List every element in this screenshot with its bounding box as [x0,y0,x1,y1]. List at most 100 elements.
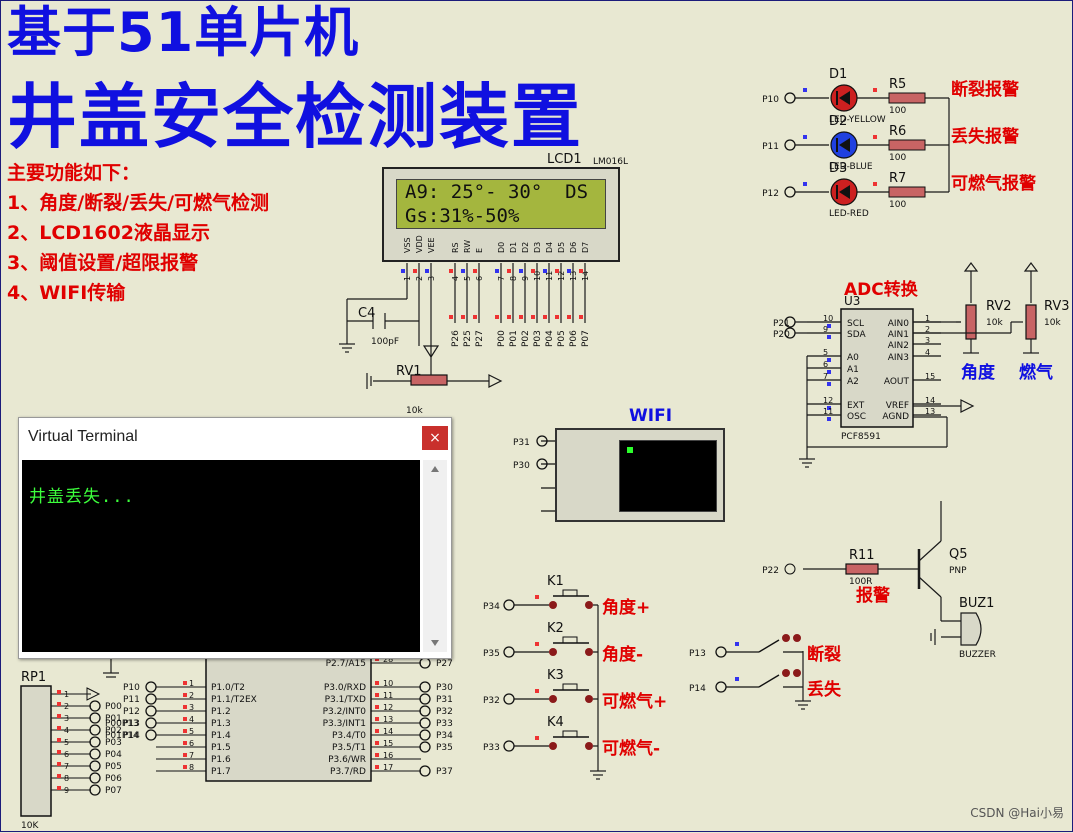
mcu-pin-num: 12 [383,703,393,712]
resistor-ref: R5 [889,77,906,92]
pin-state-marker [57,786,61,790]
mcu-port-label: P32 [436,707,453,717]
mcu-pin-num: 7 [189,751,194,760]
rp-port-label: P01 [105,714,122,724]
p22-terminal[interactable] [784,563,796,575]
pin-state-marker [495,269,499,273]
key-button[interactable] [562,589,578,597]
pin-state-marker [827,417,831,421]
wifi-port-terminal[interactable] [536,435,548,447]
pin-state-marker [183,765,187,769]
mcu-port-terminal[interactable] [419,741,431,753]
lcd-pin-name: D4 [545,242,554,253]
rp-port-label: P07 [105,786,122,796]
q5-type: PNP [949,566,967,576]
rp-port-terminal[interactable] [89,736,101,748]
rp-port-terminal[interactable] [89,712,101,724]
mcu-port-terminal[interactable] [145,717,157,729]
key-port-terminal[interactable] [503,740,515,752]
lcd-pin-name: VEE [427,237,436,253]
switch-port-terminal[interactable] [715,681,727,693]
terminal-screen[interactable]: 井盖丢失... [22,460,420,652]
mcu-pin-name: P1.2 [211,707,231,717]
pin-state-marker [375,681,379,685]
mcu-port-terminal[interactable] [419,765,431,777]
pin-state-marker [183,753,187,757]
mcu-port-terminal[interactable] [145,729,157,741]
switch-label: 断裂 [807,644,841,665]
mcu-pin-num: 11 [383,691,393,700]
mcu-port-label: P34 [436,731,453,741]
key-button[interactable] [562,683,578,691]
lcd-pins: VSS1VDD2VEE3RS4RW5E6D07D18D29D310D411D51… [401,235,590,281]
led-port-terminal[interactable] [784,139,796,151]
pin-state-marker [375,753,379,757]
key-port-terminal[interactable] [503,693,515,705]
gas-label: 燃气 [1019,362,1053,383]
mcu-port-terminal[interactable] [145,693,157,705]
mcu-pin-num: 3 [189,703,194,712]
lcd-pin-name: D5 [557,242,566,253]
adc-pins: SCL10SDA9A05A16A27EXT12OSC11AIN01AIN12AI… [773,314,941,422]
pin-state-marker [183,741,187,745]
switch-lever[interactable] [758,639,780,653]
lcd-pin-name: RW [463,240,472,253]
adc-pin-num: 1 [925,314,930,323]
mcu-port-terminal[interactable] [145,705,157,717]
adc-pin-num: 10 [823,314,833,323]
rp-port-terminal[interactable] [89,784,101,796]
rp-port-terminal[interactable] [89,760,101,772]
resistor-val: 100 [889,153,906,163]
rp-port-label: P03 [105,738,122,748]
switch-port-terminal[interactable] [715,646,727,658]
mcu-port-terminal[interactable] [419,717,431,729]
pin-state-marker [183,705,187,709]
key-port-terminal[interactable] [503,646,515,658]
mcu-port-terminal[interactable] [419,681,431,693]
pin-state-marker [535,642,539,646]
key-button[interactable] [562,636,578,644]
rp-port-terminal[interactable] [89,772,101,784]
mcu-port-terminal[interactable] [145,681,157,693]
led-group: P10D1LED-YELLOWR5100断裂报警P11D2LED-BLUER61… [762,67,1036,219]
virtual-terminal-window[interactable]: Virtual Terminal × 井盖丢失... [18,417,452,659]
terminal-title: Virtual Terminal [28,428,138,445]
key-ref: K3 [547,668,564,683]
lcd-port-label: P27 [475,330,485,347]
terminal-scrollbar[interactable] [423,460,447,652]
watermark: CSDN @Hai小易 [970,806,1064,820]
led-port-terminal[interactable] [784,92,796,104]
pin-state-marker [57,774,61,778]
close-button[interactable]: × [422,426,448,450]
q5-ref: Q5 [949,547,968,562]
adc-pin-name: A1 [847,365,859,375]
rp-port-terminal[interactable] [89,748,101,760]
pin-state-marker [531,315,535,319]
led-type: LED-RED [829,209,869,219]
key-label: 可燃气- [602,738,660,759]
switch-lever[interactable] [758,674,780,688]
wifi-module[interactable] [555,428,725,522]
mcu-pin-name: P1.3 [211,719,231,729]
mcu-port-terminal[interactable] [419,705,431,717]
rp-port-terminal[interactable] [89,724,101,736]
mcu-port-terminal[interactable] [419,657,431,669]
mcu-port-terminal[interactable] [419,729,431,741]
rp-port-label: P00 [105,702,122,712]
led-port-terminal[interactable] [784,186,796,198]
key-port-terminal[interactable] [503,599,515,611]
mcu-port-label: P10 [123,683,140,693]
wifi-port-terminal[interactable] [536,458,548,470]
lcd-pin-name: RS [451,242,460,253]
adc-pin-name: OSC [847,412,866,422]
adc-pin-num: 6 [823,360,828,369]
pin-state-marker [579,269,583,273]
mcu-port-terminal[interactable] [419,693,431,705]
key-ref: K1 [547,574,564,589]
rp-port-terminal[interactable] [89,700,101,712]
terminal-output: 井盖丢失... [29,487,135,507]
switch-port-label: P13 [689,649,706,659]
mcu-pin-name: P1.0/T2 [211,683,245,693]
key-button[interactable] [562,730,578,738]
